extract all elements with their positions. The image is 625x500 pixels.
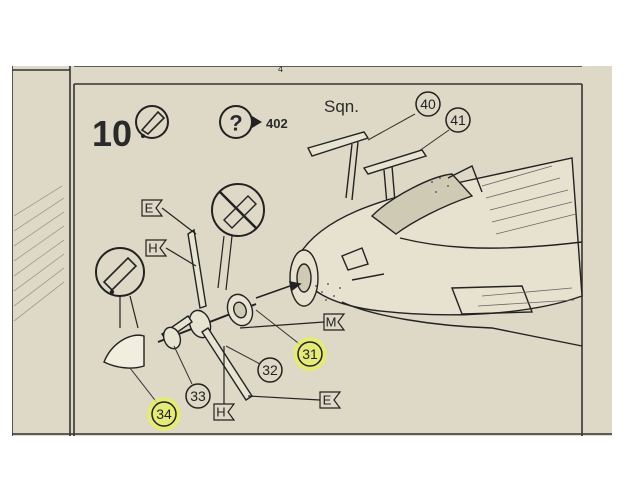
part-34: 34 [156, 406, 172, 422]
mast-parts [306, 131, 428, 217]
shaft-arrow [255, 281, 302, 299]
glue-tube-icon [135, 105, 169, 139]
part-33: 33 [190, 388, 206, 404]
step-number: 10 [92, 113, 132, 154]
sqn-label: Sqn. [324, 97, 359, 116]
part-32: 32 [262, 362, 278, 378]
tag-h-upper: H [148, 241, 157, 256]
fuselage [289, 157, 583, 347]
fuselage-hatching [477, 165, 577, 307]
part-40: 40 [420, 96, 436, 112]
tag-e-lower: E [323, 393, 332, 408]
tag-e-upper: E [145, 201, 154, 216]
frame-lines [12, 66, 612, 436]
color-tag-frames [141, 199, 346, 421]
assembly-diagram: 4 10 ? 402 Sqn. 40 41 [12, 66, 612, 436]
no-glue-icon [211, 183, 265, 291]
callout-40 [367, 91, 441, 141]
reference-number: 402 [266, 116, 288, 131]
part-31: 31 [302, 346, 318, 362]
callout-34 [129, 367, 181, 431]
tag-m: M [326, 315, 337, 330]
adjacent-step-hatching [13, 185, 65, 322]
top-mark: 4 [278, 66, 283, 74]
nose-stipple [315, 177, 449, 301]
part-41: 41 [450, 112, 466, 128]
propeller-assembly [157, 228, 257, 401]
callout-31 [255, 309, 327, 371]
instruction-sheet: 4 10 ? 402 Sqn. 40 41 [12, 66, 612, 436]
callout-32 [225, 345, 283, 383]
help-symbol: ? [229, 111, 242, 136]
help-icon [219, 105, 262, 139]
spinner-part [103, 334, 145, 369]
tag-h-lower: H [216, 405, 225, 420]
paint-tube-icon [95, 247, 145, 329]
callout-33 [173, 345, 211, 409]
